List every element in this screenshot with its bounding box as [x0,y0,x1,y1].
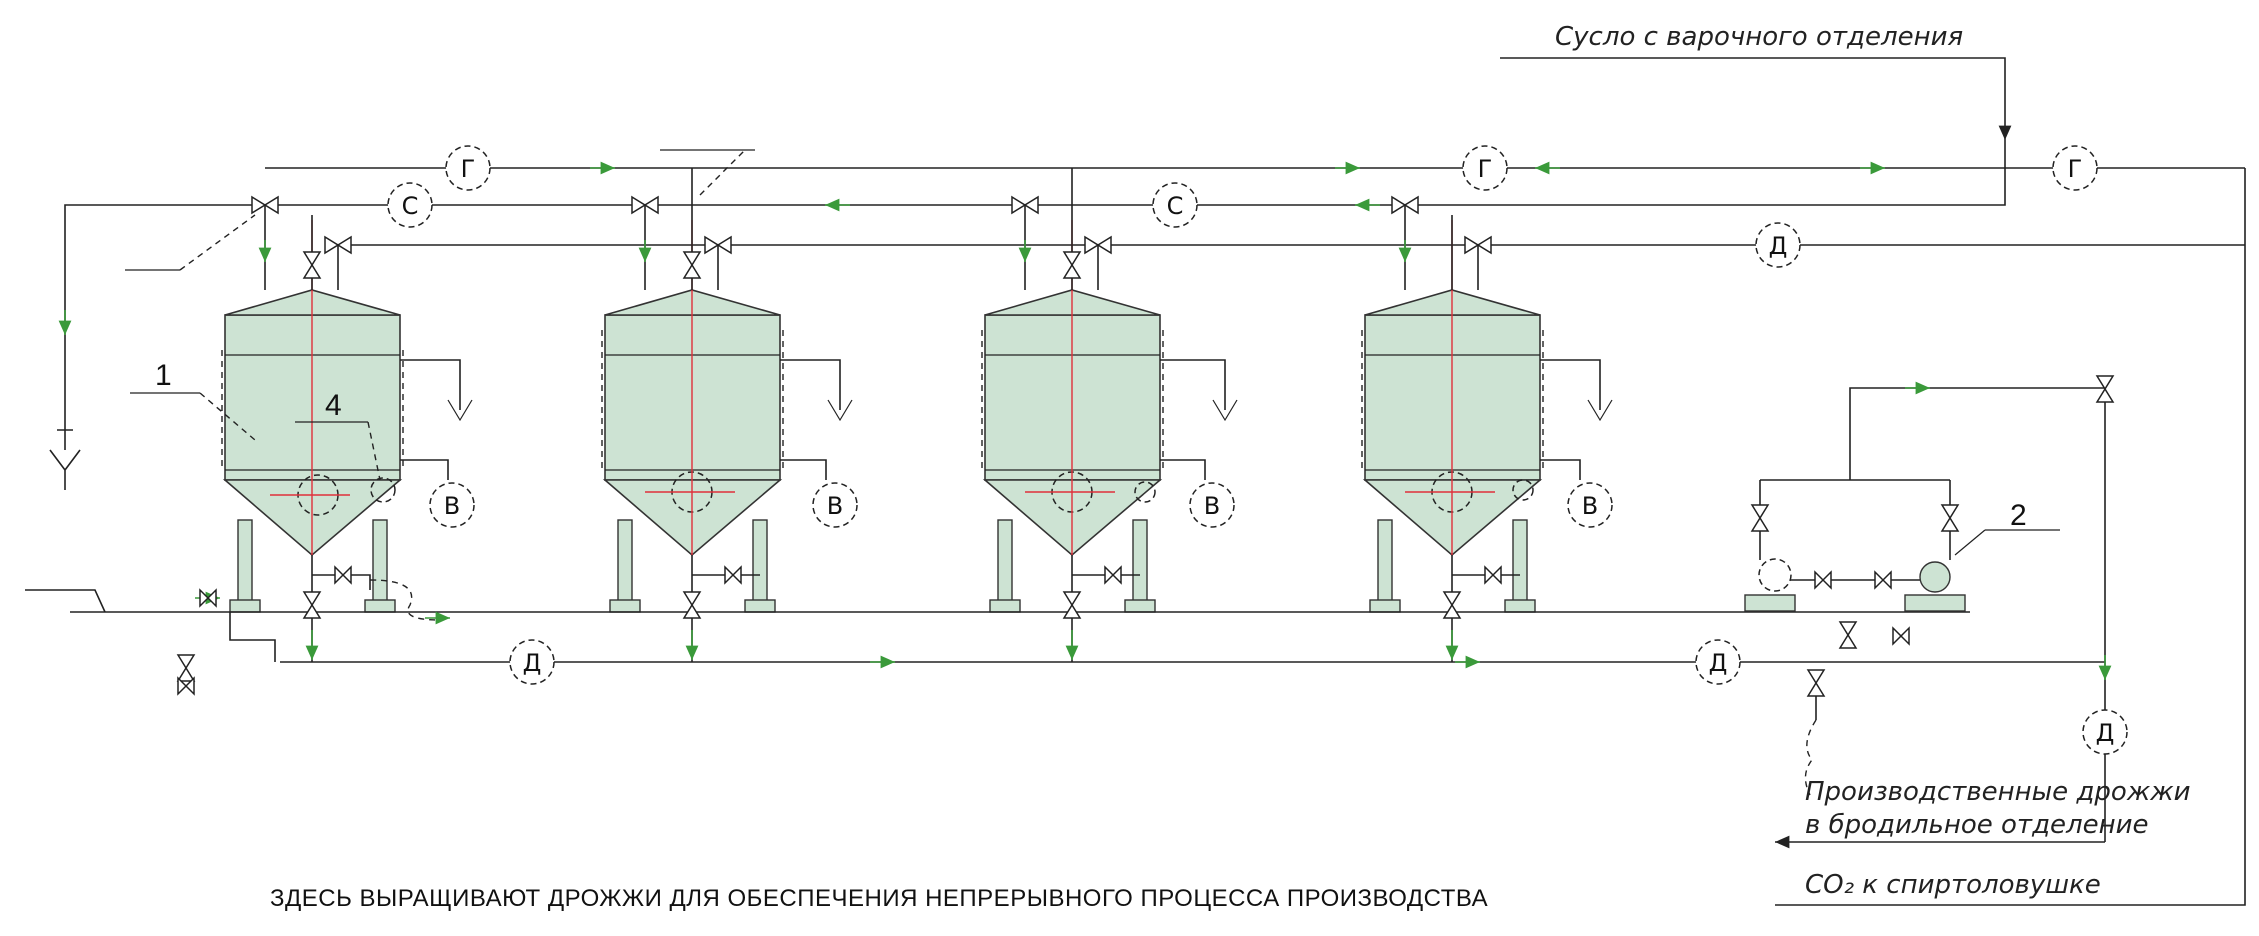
tank-top-connections [258,168,1479,290]
marker-s-1: С [387,182,433,228]
tank-4 [1361,220,1544,613]
wort-header-line [265,140,2006,206]
marker-v-1: В [429,482,475,528]
svg-text:В: В [827,492,843,520]
svg-text:Д: Д [2096,719,2115,747]
svg-text:Д: Д [523,649,542,677]
svg-text:В: В [444,492,460,520]
left-inlet-stub [25,589,106,613]
marker-g-3: Г [2052,145,2098,191]
co2-return-line [1775,168,2246,906]
co2-output-label: CO₂ к спиртоловушке [1805,870,2101,900]
svg-text:С: С [402,192,419,220]
marker-d-bottom-1: Д [509,639,555,685]
svg-text:Г: Г [2068,155,2083,183]
yeast-output-label-line2: в бродильное отделение [1805,810,2149,840]
yeast-output-branch [1775,669,2105,849]
callout-2: 2 [2010,499,2027,532]
marker-d-bottom-2: Д [1695,639,1741,685]
marker-s-2: С [1152,182,1198,228]
header-valves [251,195,1492,279]
yeast-output-label-line1: Производственные дрожжи [1805,777,2191,807]
marker-d-right: Д [2082,709,2128,755]
marker-v-3: В [1189,482,1235,528]
svg-text:4: 4 [325,389,342,422]
callout-4: 4 [295,389,381,481]
svg-text:В: В [1204,492,1220,520]
wort-source-label: Сусло с варочного отделения [1555,22,1963,52]
left-wort-branch [64,204,265,430]
pump-unit [1744,375,2115,842]
marker-g-1: Г [445,145,491,191]
svg-text:1: 1 [155,359,172,392]
marker-g-2: Г [1462,145,1508,191]
bottom-left-fittings [176,612,1910,696]
marker-v-4: В [1567,482,1613,528]
tank-3 [981,220,1164,613]
wort-inlet-line [1500,57,2012,140]
svg-text:Г: Г [461,155,476,183]
tank-bottom-drops [199,555,1520,662]
diagram-caption: ЗДЕСЬ ВЫРАЩИВАЮТ ДРОЖЖИ ДЛЯ ОБЕСПЕЧЕНИЯ … [270,885,1488,912]
svg-text:Д: Д [1769,232,1788,260]
tank-2 [601,220,784,613]
svg-text:С: С [1167,192,1184,220]
side-taps [400,359,1613,480]
marker-v-2: В [812,482,858,528]
svg-text:Г: Г [1478,155,1493,183]
callout-1: 1 [130,359,256,441]
svg-text:В: В [1582,492,1598,520]
svg-text:Д: Д [1709,649,1728,677]
marker-d-top: Д [1755,222,1801,268]
svg-text:2: 2 [2010,499,2027,532]
tank-1 [221,220,404,613]
